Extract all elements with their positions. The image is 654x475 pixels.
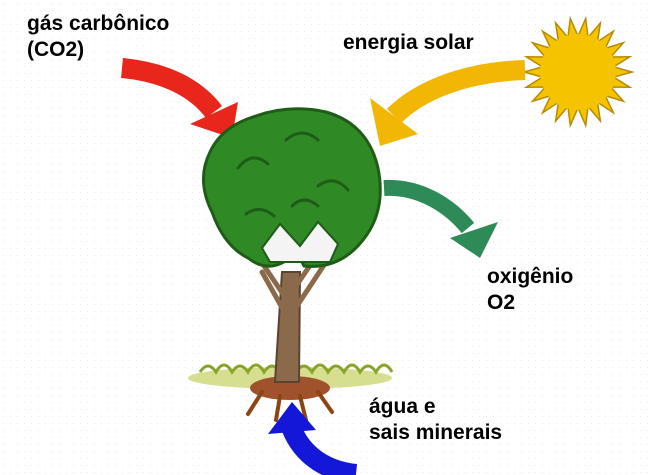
tree-trunk (249, 233, 333, 383)
water-label-line1: água e (369, 395, 436, 418)
solar-energy-label-line1: energia solar (343, 31, 474, 54)
co2-label: gás carbônico (CO2) (27, 11, 169, 63)
water-arrow (268, 402, 358, 475)
tree-icon (201, 107, 382, 268)
water-label-line2: sais minerais (369, 421, 503, 444)
solar-energy-arrow (370, 60, 526, 146)
co2-arrow (120, 58, 238, 138)
co2-label-line2: (CO2) (27, 38, 85, 61)
co2-label-line1: gás carbônico (27, 12, 170, 35)
solar-energy-label: energia solar (343, 30, 474, 56)
oxygen-arrow (383, 179, 498, 258)
oxygen-label-line1: oxigênio (487, 265, 574, 288)
sun-icon (521, 15, 635, 129)
oxygen-label: oxigênio O2 (487, 264, 573, 316)
oxygen-label-line2: O2 (487, 291, 516, 314)
water-minerals-label: água e sais minerais (369, 394, 502, 446)
